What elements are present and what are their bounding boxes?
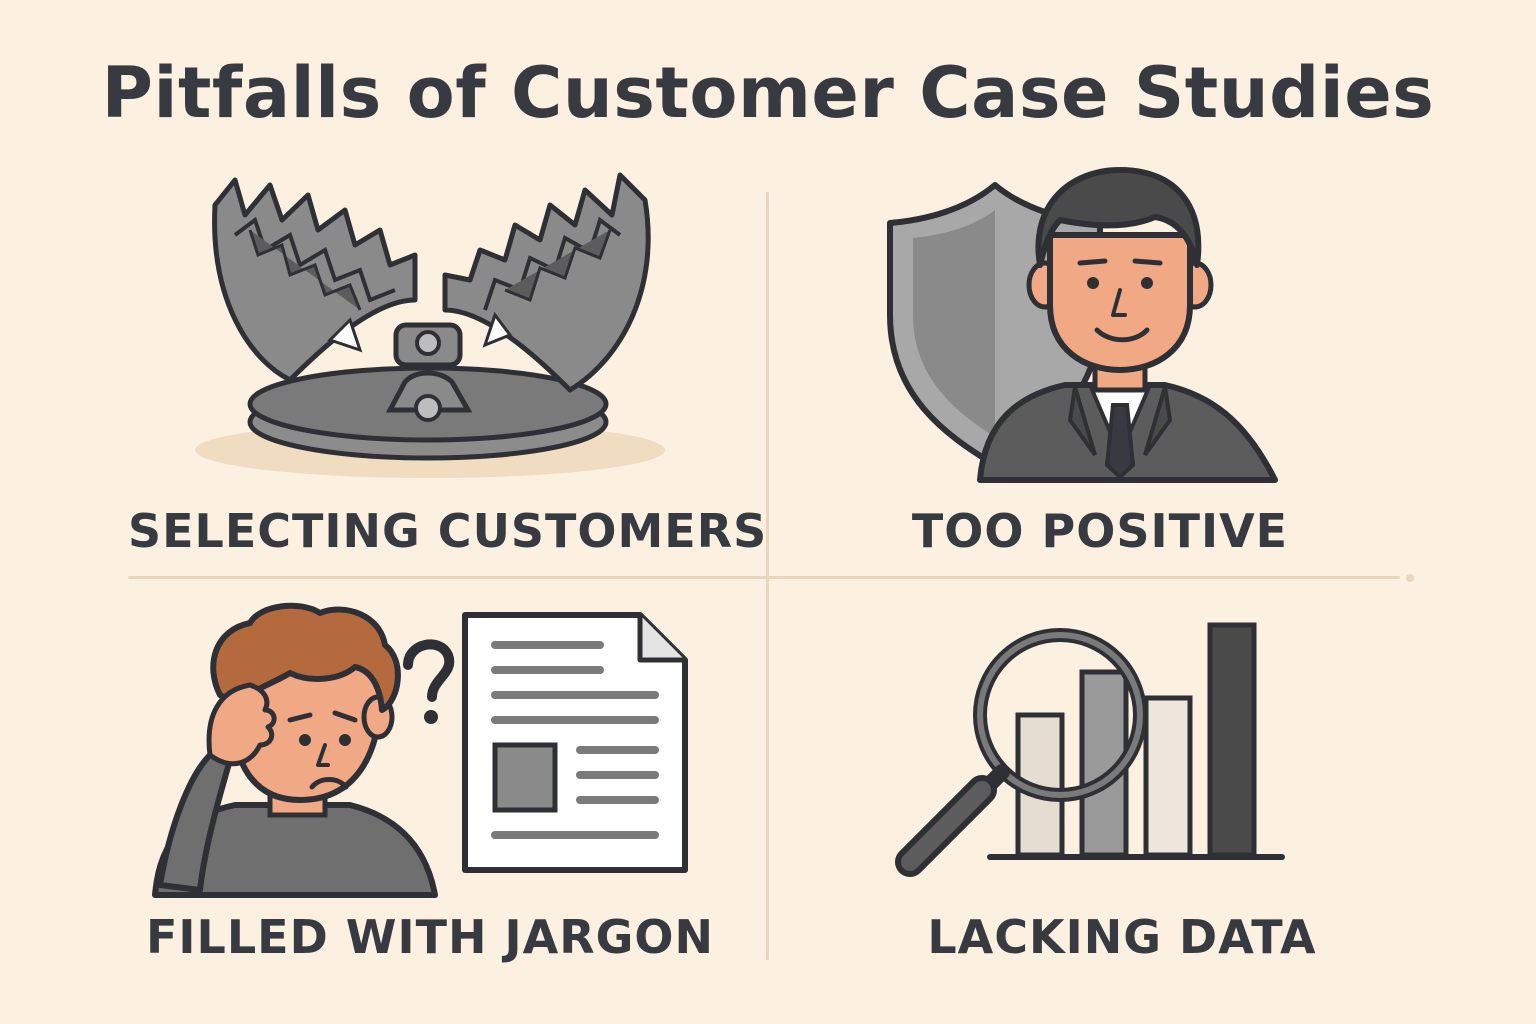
magnifier-bar-chart-icon bbox=[895, 622, 1285, 877]
confused-person-with-document-icon bbox=[152, 602, 688, 898]
businessman-with-shield-icon bbox=[887, 167, 1278, 483]
label-too-positive: TOO POSITIVE bbox=[911, 504, 1289, 558]
label-selecting-customers: SELECTING CUSTOMERS bbox=[128, 504, 768, 558]
label-lacking-data: LACKING DATA bbox=[927, 910, 1317, 964]
page-title: Pitfalls of Customer Case Studies bbox=[101, 52, 1435, 134]
divider-end-dot bbox=[1406, 574, 1414, 582]
bear-trap-icon bbox=[195, 172, 665, 478]
label-filled-with-jargon: FILLED WITH JARGON bbox=[145, 910, 715, 964]
horizontal-divider bbox=[128, 576, 1400, 579]
